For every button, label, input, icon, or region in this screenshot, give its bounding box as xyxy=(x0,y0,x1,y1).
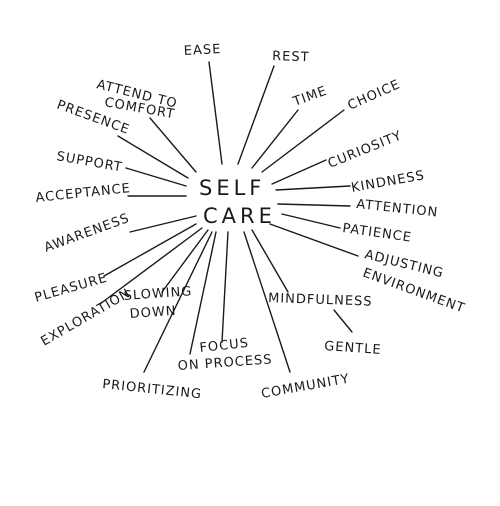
spokes xyxy=(99,61,359,373)
spoke-curiosity xyxy=(271,159,327,185)
spoke-kindness xyxy=(275,185,351,191)
spoke-rest xyxy=(237,65,275,165)
spoke-exploration xyxy=(99,227,203,305)
spoke-slowing-down xyxy=(161,229,209,293)
word-mindfulness: MINDFULNESS xyxy=(268,291,373,310)
spoke-patience xyxy=(281,213,341,229)
center-word-self: SELF xyxy=(199,176,265,200)
center-word-care: CARE xyxy=(203,204,276,228)
spoke-prioritizing xyxy=(143,231,213,373)
spoke-mindfulness xyxy=(251,229,289,293)
word-down: DOWN xyxy=(129,304,177,322)
spoke-adjusting xyxy=(269,223,359,257)
spoke-attention xyxy=(277,203,351,207)
word-slowing: SLOWING xyxy=(123,284,193,304)
spoke-focus xyxy=(189,231,217,355)
word-gentle: GENTLE xyxy=(324,339,382,358)
spoke-awareness xyxy=(129,215,197,233)
spoke-presence xyxy=(117,135,189,179)
spoke-time xyxy=(251,109,299,169)
spoke-pleasure xyxy=(103,223,197,277)
spoke-ease xyxy=(208,61,223,165)
word-on-process: ON PROCESS xyxy=(177,352,273,374)
spoke-community xyxy=(243,231,291,373)
word-focus: FOCUS xyxy=(199,336,250,356)
spoke-gentle xyxy=(333,309,353,333)
spoke-choice xyxy=(261,109,345,173)
spoke-comfort xyxy=(149,117,197,173)
spoke-support xyxy=(125,167,187,187)
word-rest: REST xyxy=(272,49,310,65)
word-ease: EASE xyxy=(183,42,221,59)
spoke-on-process xyxy=(221,231,229,343)
